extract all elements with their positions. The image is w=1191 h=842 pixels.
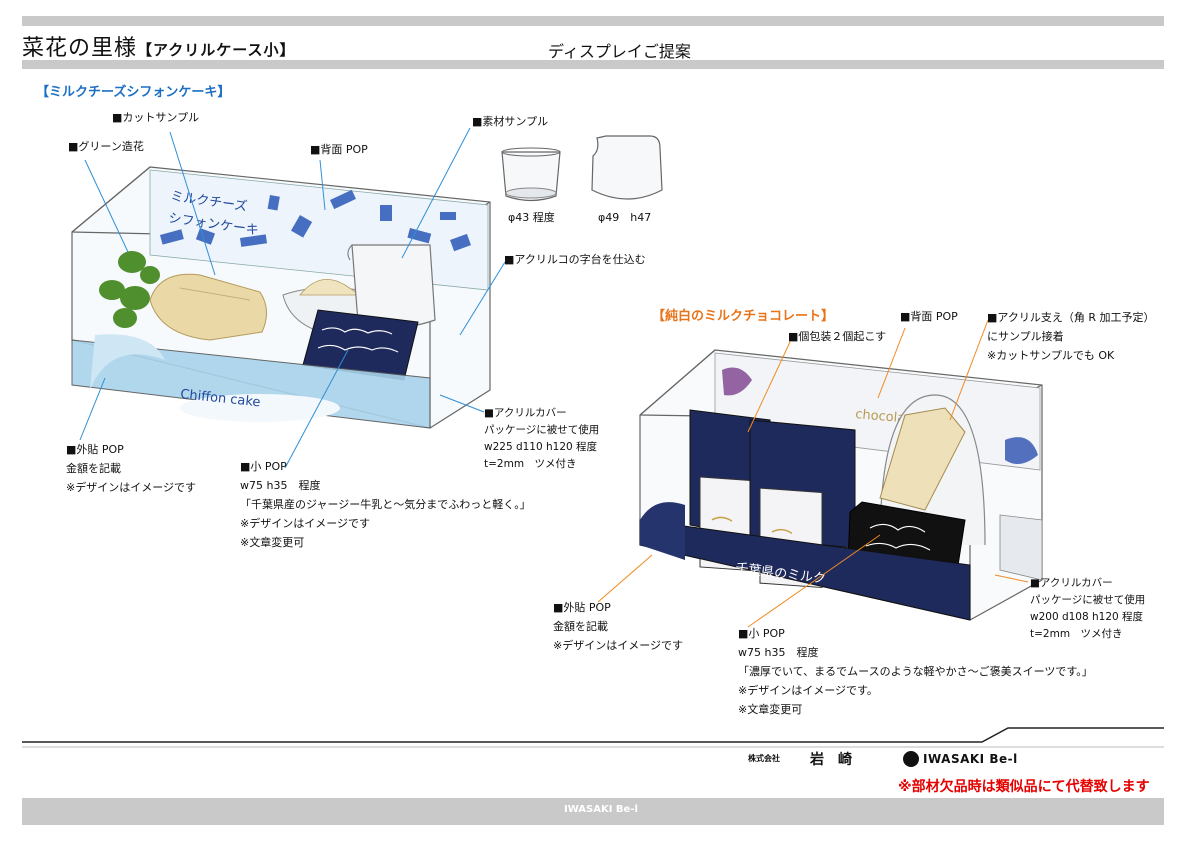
brand-logo-icon	[903, 751, 919, 767]
label-cut-sample: ■カットサンプル	[112, 111, 200, 124]
footer-brand: IWASAKI Be-l	[564, 804, 638, 815]
label-individual-package: ■個包装２個起こす	[788, 330, 887, 343]
label-small-pop-1: ■小 POP w75 h35 程度 「千葉県産のジャージー牛乳と～気分までふわっ…	[240, 460, 531, 549]
case1-leader-lines	[79, 127, 506, 469]
label-outer-pop-2: ■外貼 POP 金額を記載 ※デザインはイメージです	[553, 601, 683, 652]
label-small-pop-2: ■小 POP w75 h35 程度 「濃厚でいて、まるでムースのような軽やかさ～…	[738, 627, 1093, 716]
cup-1-image	[501, 151, 561, 202]
substitution-notice: ※部材欠品時は類似品にて代替致します	[898, 779, 1150, 795]
label-acrylic-stand: ■アクリルコの字台を仕込む	[504, 253, 646, 266]
label-green-flower: ■グリーン造花	[68, 140, 144, 153]
section2-title: 【純白のミルクチョコレート】	[652, 309, 835, 324]
label-back-pop-1: ■背面 POP	[310, 143, 368, 156]
brand-name: IWASAKI Be-l	[923, 752, 1018, 766]
label-material-sample: ■素材サンプル	[472, 115, 549, 128]
case2-leader-lines	[597, 319, 1029, 628]
proposal-title: ディスプレイご提案	[548, 42, 691, 61]
company-prefix: 株式会社	[748, 754, 780, 763]
footer-bar	[22, 798, 1164, 825]
label-cup-1: φ43 程度	[508, 211, 555, 224]
case2-cut-sample	[879, 407, 966, 511]
section1-title: 【ミルクチーズシフォンケーキ】	[36, 85, 231, 100]
page-subtitle: 【アクリルケース小】	[137, 41, 296, 59]
case1-cut-sample	[149, 273, 267, 341]
cup-samples	[501, 135, 663, 202]
case1-green-leaves	[99, 251, 160, 328]
label-outer-pop-1: ■外貼 POP 金額を記載 ※デザインはイメージです	[66, 443, 196, 494]
case2-sketch: chocolate 千葉県のミルク	[639, 349, 1043, 621]
label-acrylic-support: ■アクリル支え（角 R 加工予定） にサンプル接着 ※カットサンプルでも OK	[987, 311, 1155, 362]
label-acrylic-cover-2: ■アクリルカバー パッケージに被せて使用 w200 d108 h120 程度 t…	[1030, 577, 1146, 640]
case1-sketch: ミルクチーズ シフォンケーキ Chiffon cake	[71, 166, 491, 429]
case1-outer-pop	[71, 339, 431, 429]
top-bar	[22, 16, 1164, 26]
footer-line	[22, 727, 1164, 743]
label-cup-2: φ49 h47	[598, 211, 652, 224]
label-back-pop-2: ■背面 POP	[900, 310, 958, 323]
company-name: 岩 崎	[810, 752, 852, 768]
cup-2-image	[591, 135, 663, 200]
header-divider	[22, 60, 1164, 69]
label-acrylic-cover-1: ■アクリルカバー パッケージに被せて使用 w225 d110 h120 程度 t…	[484, 407, 600, 470]
page-title: 菜花の里様【アクリルケース小】	[22, 36, 296, 61]
